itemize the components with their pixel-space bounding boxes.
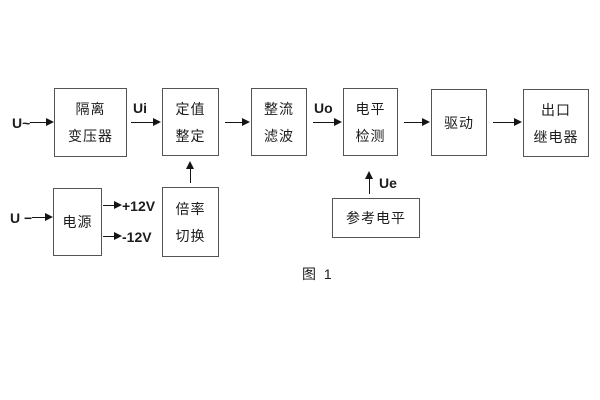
label-plus-12v: +12V xyxy=(122,198,156,214)
label-ui: Ui xyxy=(133,100,147,116)
label-u-ac: U~ xyxy=(12,115,31,131)
arrow-ratio-to-setting xyxy=(186,161,195,183)
block-label: 定值 xyxy=(175,100,206,117)
arrow-drive-to-relay xyxy=(493,118,522,127)
block-label: 变压器 xyxy=(68,128,113,144)
arrow-uac-to-isolation xyxy=(30,118,54,127)
block-label: 滤波 xyxy=(264,127,294,144)
label-minus-12v: -12V xyxy=(122,229,152,245)
arrow-reference-to-level xyxy=(365,171,374,194)
block-label: 继电器 xyxy=(533,128,579,145)
arrow-power-to-plus12 xyxy=(103,201,122,210)
block-rectifier-filter: 整流 滤波 xyxy=(251,88,307,156)
block-reference-level: 参考电平 xyxy=(332,198,420,238)
block-label: 驱动 xyxy=(444,114,474,131)
block-label: 参考电平 xyxy=(346,210,406,226)
block-ratio-switch: 倍率 切换 xyxy=(162,187,219,257)
block-label: 检测 xyxy=(355,127,386,144)
block-output-relay: 出口 继电器 xyxy=(523,89,589,157)
block-power-supply: 电源 xyxy=(53,188,102,256)
label-uo: Uo xyxy=(314,100,333,116)
arrow-rectifier-to-level xyxy=(313,118,342,127)
arrow-setting-to-rectifier xyxy=(225,118,250,127)
arrow-power-to-minus12 xyxy=(103,232,122,241)
block-label: 整流 xyxy=(264,100,294,117)
block-label: 隔离 xyxy=(75,101,106,117)
block-setting-adjust: 定值 整定 xyxy=(162,88,219,156)
block-label: 电平 xyxy=(355,100,386,117)
block-label: 整定 xyxy=(175,127,206,144)
arrow-udc-to-power xyxy=(32,213,53,222)
label-u-dc: U − xyxy=(10,210,33,226)
block-label: 出口 xyxy=(541,101,571,118)
arrow-isolation-to-setting xyxy=(131,118,161,127)
block-label: 电源 xyxy=(62,214,93,230)
label-ue: Ue xyxy=(379,175,397,191)
block-label: 切换 xyxy=(175,227,206,244)
figure-caption: 图 1 xyxy=(302,266,334,282)
block-isolation-transformer: 隔离 变压器 xyxy=(54,88,127,157)
arrow-level-to-drive xyxy=(404,118,430,127)
block-label: 倍率 xyxy=(175,200,206,217)
block-drive: 驱动 xyxy=(431,89,487,156)
block-level-detect: 电平 检测 xyxy=(343,88,398,156)
